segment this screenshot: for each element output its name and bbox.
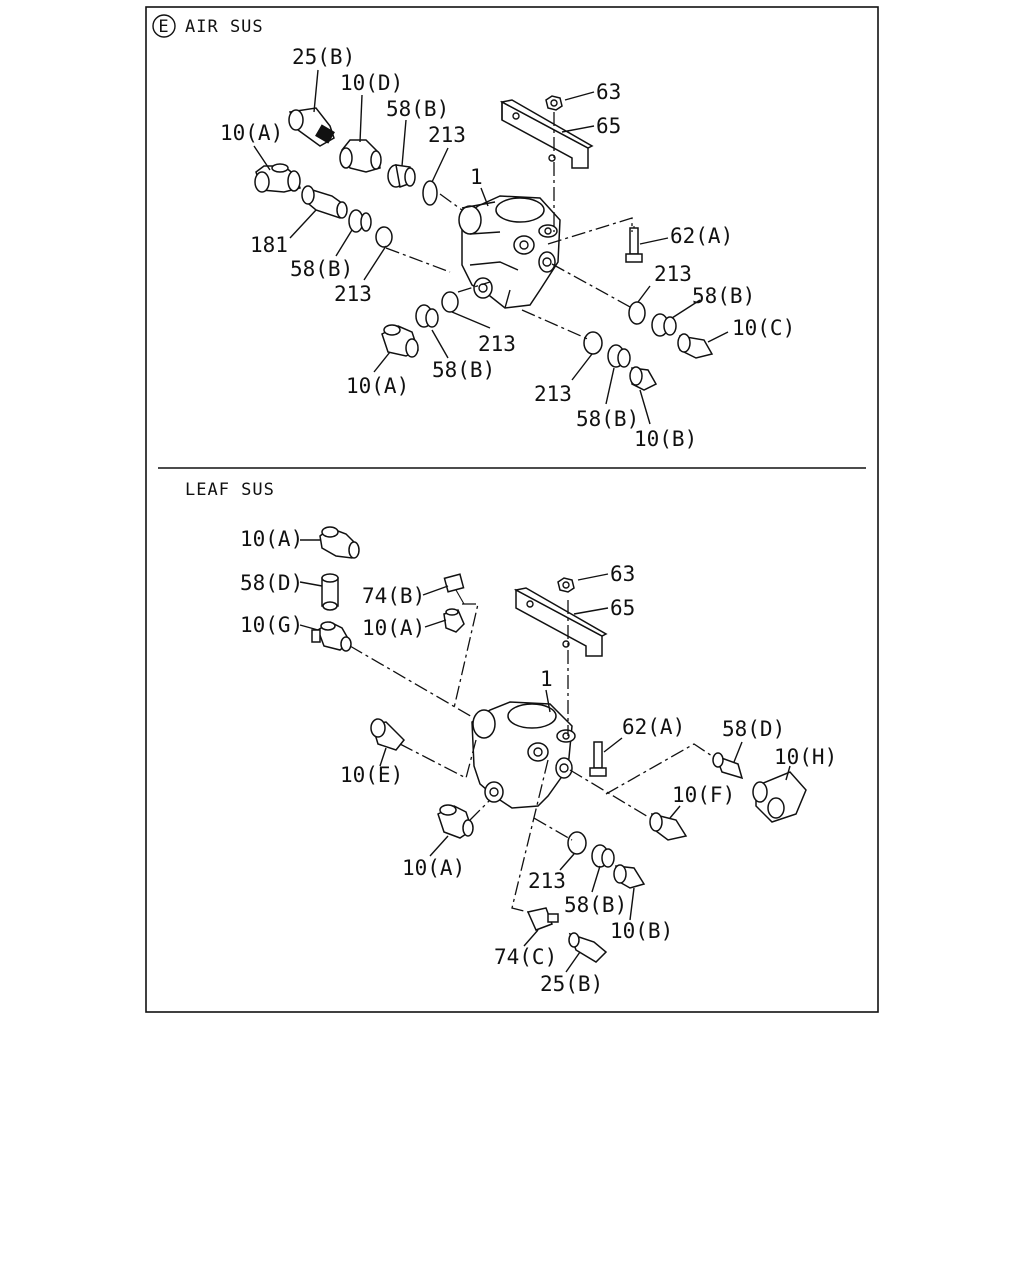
- seal-ring-213-top: [422, 180, 438, 206]
- label-25b-leaf: 25(B): [540, 972, 603, 996]
- fitting-10f: [649, 812, 688, 841]
- label-58b-top: 58(B): [386, 97, 449, 121]
- elbow-fitting-10a-left: [254, 163, 301, 193]
- valve-body: [458, 195, 561, 309]
- label-10f: 10(F): [672, 783, 735, 807]
- label-10c: 10(C): [732, 316, 795, 340]
- elbow-fitting-10h: [752, 771, 807, 823]
- label-10a-left: 10(A): [220, 121, 283, 145]
- label-213-left: 213: [334, 282, 372, 306]
- label-10b: 10(B): [634, 427, 697, 451]
- seal-ring-213-mid: [441, 291, 459, 313]
- elbow-fitting-10a-bottom: [381, 324, 419, 358]
- label-63: 63: [596, 80, 621, 104]
- label-10a-mid: 10(A): [362, 616, 425, 640]
- label-10e: 10(E): [340, 763, 403, 787]
- adapter-58b-leaf: [591, 844, 615, 868]
- adapter-58d-left: [321, 573, 339, 611]
- label-10h: 10(H): [774, 745, 837, 769]
- air-center-lines: [385, 112, 633, 341]
- leaf-sus-title: LEAF SUS: [185, 480, 275, 500]
- label-10g: 10(G): [240, 613, 303, 637]
- fitting-181: [301, 185, 348, 219]
- label-213-top: 213: [428, 123, 466, 147]
- adapter-58b-right: [651, 313, 677, 337]
- label-63-leaf: 63: [610, 562, 635, 586]
- adapter-58b-top: [387, 164, 416, 189]
- fitting-10c: [677, 333, 714, 359]
- adapter-58b-mid: [415, 304, 439, 328]
- label-58b-left: 58(B): [290, 257, 353, 281]
- pressure-switch-leaf: [568, 932, 608, 963]
- elbow-fitting-10a-leaf-bottom: [437, 804, 474, 839]
- bracket-part: [499, 99, 594, 169]
- label-10a-top: 10(A): [240, 527, 303, 551]
- label-213-low: 213: [534, 382, 572, 406]
- leaf-labels: 10(A) 63 58(D) 74(B) 65 10(A) 10(G) 1 62…: [240, 527, 837, 996]
- label-62a-leaf: 62(A): [622, 715, 685, 739]
- air-sus-section: E AIR SUS: [152, 14, 795, 451]
- label-58b-low: 58(B): [576, 407, 639, 431]
- label-10a-bottom: 10(A): [346, 374, 409, 398]
- section-marker: E: [158, 17, 169, 37]
- elbow-fitting-10a-mid: [443, 608, 465, 633]
- seal-ring-213-low: [583, 331, 603, 355]
- label-58b-right: 58(B): [692, 284, 755, 308]
- label-62a: 62(A): [670, 224, 733, 248]
- label-213-right: 213: [654, 262, 692, 286]
- label-74b: 74(B): [362, 584, 425, 608]
- label-58b-leaf: 58(B): [564, 893, 627, 917]
- label-213-mid: 213: [478, 332, 516, 356]
- pressure-switch-part: [288, 107, 335, 147]
- adapter-58b-left: [348, 209, 372, 233]
- label-181: 181: [250, 233, 288, 257]
- label-213-leaf: 213: [528, 869, 566, 893]
- nut-part: [545, 95, 563, 111]
- label-74c: 74(C): [494, 945, 557, 969]
- bracket-part-leaf: [513, 587, 608, 657]
- seal-ring-213-right: [628, 301, 646, 325]
- fitting-74b: [443, 573, 465, 605]
- elbow-fitting-10a-top: [319, 526, 360, 559]
- adapter-58d-right: [712, 752, 744, 780]
- label-58d-left: 58(D): [240, 571, 303, 595]
- nut-part-leaf: [557, 577, 575, 593]
- leaf-leader-lines: [299, 539, 791, 973]
- label-25b: 25(B): [292, 45, 355, 69]
- tee-fitting-74c: [526, 907, 559, 931]
- diagram-frame: [145, 6, 879, 1013]
- label-58d-right: 58(D): [722, 717, 785, 741]
- fitting-10b: [629, 366, 658, 391]
- seal-ring-213-left: [375, 226, 393, 248]
- fitting-10e: [370, 718, 406, 751]
- valve-body-leaf: [471, 701, 576, 809]
- label-10d: 10(D): [340, 71, 403, 95]
- label-58b-mid: 58(B): [432, 358, 495, 382]
- elbow-fitting-10d: [339, 139, 382, 173]
- label-10a-leaf-bottom: 10(A): [402, 856, 465, 880]
- air-sus-title: AIR SUS: [185, 17, 264, 37]
- label-1: 1: [470, 165, 483, 189]
- label-65-leaf: 65: [610, 596, 635, 620]
- section-marker-circle: [152, 14, 176, 38]
- label-10b-leaf: 10(B): [610, 919, 673, 943]
- label-65: 65: [596, 114, 621, 138]
- bolt-62a: [625, 226, 643, 263]
- bolt-62a-leaf: [589, 741, 607, 777]
- tee-fitting-10g: [311, 621, 352, 652]
- adapter-58b-low: [607, 344, 631, 368]
- label-1-leaf: 1: [540, 667, 553, 691]
- fitting-10b-leaf: [613, 864, 646, 889]
- air-labels: 25(B) 10(D) 63 65 58(B) 213 10(A) 1 62(A…: [220, 45, 795, 451]
- air-leader-lines: [253, 69, 729, 425]
- leaf-sus-section: LEAF SUS: [185, 480, 837, 996]
- seal-ring-213-leaf: [567, 831, 587, 855]
- leaf-center-lines: [349, 600, 713, 913]
